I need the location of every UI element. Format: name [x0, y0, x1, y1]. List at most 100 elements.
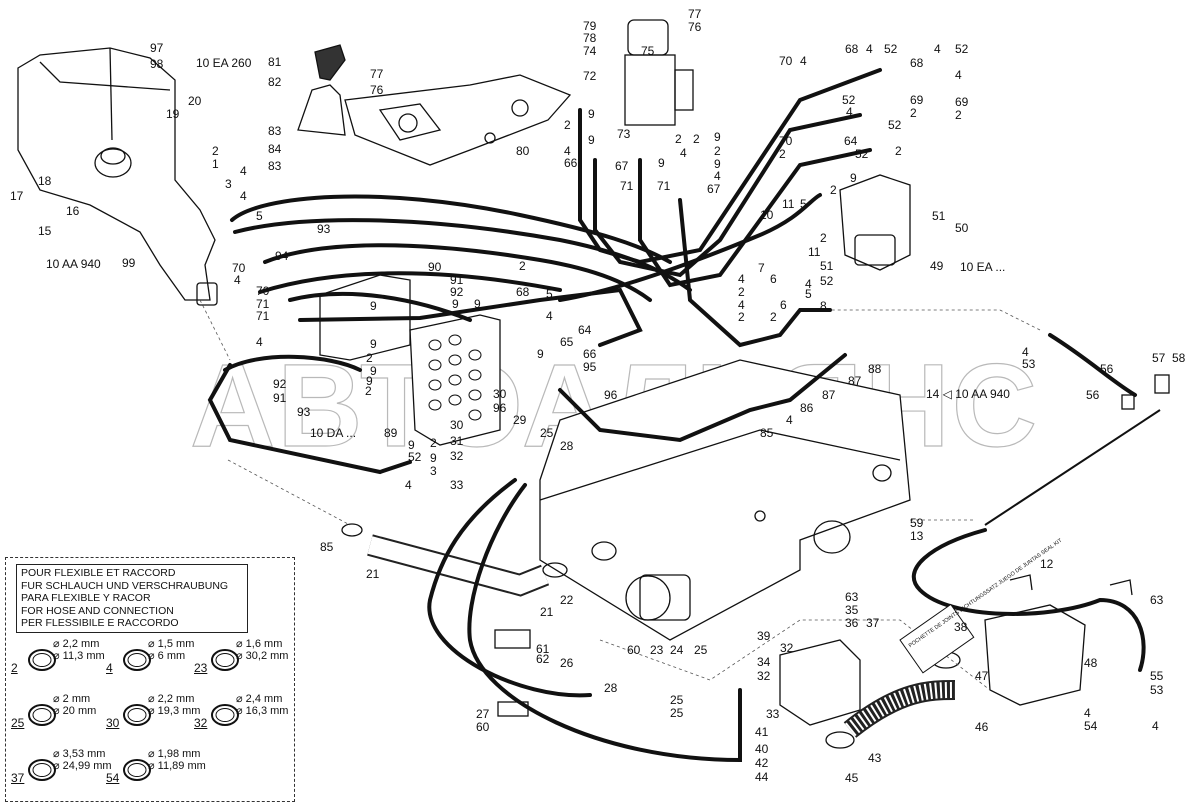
callout-number: 16	[66, 204, 80, 218]
seal-thickness: ⌀ 2,2 mm	[148, 693, 195, 705]
callout-number: 9	[474, 297, 481, 311]
callout-number: 53	[1022, 357, 1036, 371]
callout-number: 9	[658, 156, 665, 170]
callout-number: 50	[955, 221, 969, 235]
o-ring-icon	[28, 649, 56, 671]
callout-number: 57	[1152, 351, 1166, 365]
callout-number: 2	[212, 144, 219, 158]
seal-diameter: ⌀ 30,2 mm	[236, 650, 289, 662]
callout-number: 42	[755, 756, 769, 770]
callout-number: 2	[693, 132, 700, 146]
callout-number: 52	[820, 274, 834, 288]
callout-number: 53	[1150, 683, 1164, 697]
callout-number: 59	[910, 516, 924, 530]
reference-ref-14-10aa940: 14 ◁ 10 AA 940	[926, 387, 1010, 401]
callout-number: 4	[805, 277, 812, 291]
callout-number: 13	[910, 529, 924, 543]
seal-thickness: ⌀ 2,2 mm	[53, 638, 100, 650]
seal-number: 30	[106, 716, 120, 730]
callout-number: 55	[1150, 669, 1164, 683]
callout-number: 32	[450, 449, 464, 463]
callout-number: 44	[755, 770, 769, 784]
callout-number: 86	[800, 401, 814, 415]
callout-number: 71	[256, 297, 270, 311]
reference-ref-10ea: 10 EA ...	[960, 260, 1005, 274]
callout-number: 84	[268, 142, 282, 156]
o-ring-icon	[123, 649, 151, 671]
callout-number: 63	[845, 590, 859, 604]
seal-diameter: ⌀ 11,89 mm	[148, 760, 206, 772]
o-ring-icon	[211, 649, 239, 671]
callout-number: 91	[273, 391, 287, 405]
callout-number: 46	[975, 720, 989, 734]
callout-number: 37	[866, 616, 880, 630]
callout-number: 68	[845, 42, 859, 56]
seal-entry: 25⌀ 2 mm⌀ 20 mm	[11, 688, 107, 738]
callout-number: 79	[583, 19, 597, 33]
callout-number: 56	[1100, 362, 1114, 376]
callout-number: 4	[866, 42, 873, 56]
callout-number: 67	[615, 159, 629, 173]
callout-number: 52	[888, 118, 902, 132]
callout-number: 4	[256, 335, 263, 349]
callout-number: 72	[583, 69, 597, 83]
callout-number: 30	[493, 387, 507, 401]
callout-number: 36	[845, 616, 859, 630]
callout-number: 22	[560, 593, 574, 607]
callout-number: 4	[846, 105, 853, 119]
seal-entry: 37⌀ 3,53 mm⌀ 24,99 mm	[11, 743, 112, 793]
callout-number: 2	[430, 436, 437, 450]
callout-number: 17	[10, 189, 24, 203]
legend-line: PER FLESSIBILE E RACCORDO	[21, 617, 179, 630]
seal-diameter: ⌀ 6 mm	[148, 650, 186, 662]
callout-number: 48	[1084, 656, 1098, 670]
callout-number: 21	[540, 605, 554, 619]
callout-number: 4	[546, 309, 553, 323]
callout-number: 41	[755, 725, 769, 739]
callout-number: 85	[320, 540, 334, 554]
callout-number: 52	[955, 42, 969, 56]
callout-number: 9	[588, 133, 595, 147]
callout-number: 2	[738, 285, 745, 299]
callout-number: 5	[805, 287, 812, 301]
legend-line: POUR FLEXIBLE ET RACCORD	[21, 567, 176, 579]
callout-number: 34	[757, 655, 771, 669]
callout-number: 67	[707, 182, 721, 196]
callout-number: 38	[954, 620, 968, 634]
seal-entry: 54⌀ 1,98 mm⌀ 11,89 mm	[106, 743, 206, 793]
legend-line: PARA FLEXIBLE Y RACOR	[21, 592, 151, 605]
callout-number: 9	[370, 299, 377, 313]
callout-number: 4	[405, 478, 412, 492]
callout-number: 70	[779, 54, 793, 68]
callout-number: 4	[955, 68, 962, 82]
hoses	[207, 68, 1146, 763]
callout-number: 54	[1084, 719, 1098, 733]
legend-line: FOR HOSE AND CONNECTION	[21, 604, 174, 617]
callout-number: 56	[1086, 388, 1100, 402]
seal-thickness: ⌀ 1,98 mm	[148, 748, 201, 760]
legend-header: POUR FLEXIBLE ET RACCORD FUR SCHLAUCH UN…	[16, 564, 248, 633]
callout-number: 83	[268, 124, 282, 138]
seal-entry: 30⌀ 2,2 mm⌀ 19,3 mm	[106, 688, 202, 738]
callout-number: 2	[820, 231, 827, 245]
seal-legend: POUR FLEXIBLE ET RACCORD FUR SCHLAUCH UN…	[5, 557, 295, 802]
callout-number: 2	[830, 183, 837, 197]
callout-number: 2	[714, 144, 721, 158]
callout-number: 97	[150, 41, 164, 55]
callout-number: 2	[519, 259, 526, 273]
callout-number: 21	[366, 567, 380, 581]
callout-number: 32	[757, 669, 771, 683]
callout-number: 11	[782, 197, 795, 211]
callout-number: 75	[641, 44, 655, 58]
callout-number: 4	[564, 144, 571, 158]
callout-number: 4	[234, 273, 241, 287]
callout-number: 2	[675, 132, 682, 146]
callout-number: 5	[546, 287, 553, 301]
callout-number: 4	[1084, 706, 1091, 720]
seal-number: 32	[194, 716, 208, 730]
seal-diameter: ⌀ 24,99 mm	[53, 760, 112, 772]
o-ring-icon	[123, 704, 151, 726]
callout-number: 64	[578, 323, 592, 337]
callout-number: 4	[680, 146, 687, 160]
